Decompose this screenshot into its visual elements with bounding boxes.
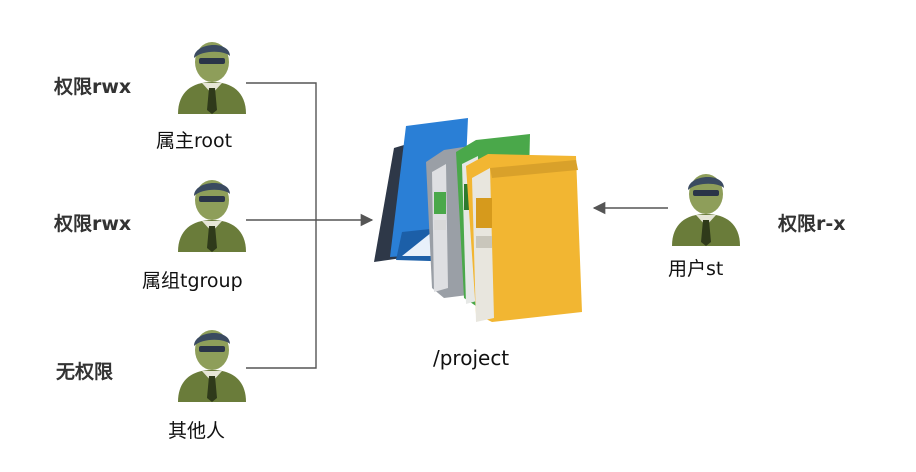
owner-name-label: 属主root <box>156 130 233 152</box>
external-user-permission-label: 权限r-x <box>778 213 846 235</box>
external-user-name-label: 用户st <box>668 258 724 280</box>
other-person-icon <box>178 330 246 402</box>
group-permission-label: 权限rwx <box>54 213 132 235</box>
other-name-label: 其他人 <box>168 420 226 442</box>
other-connector <box>246 220 317 369</box>
other-permission-label: 无权限 <box>56 361 114 383</box>
folder-stack-icon <box>374 118 582 322</box>
owner-person-icon <box>178 42 246 114</box>
project-label: /project <box>433 346 510 370</box>
group-name-label: 属组tgroup <box>142 270 243 292</box>
owner-permission-label: 权限rwx <box>54 76 132 98</box>
group-person-icon <box>178 180 246 252</box>
owner-connector <box>246 82 317 220</box>
external-user-person-icon <box>672 174 740 246</box>
